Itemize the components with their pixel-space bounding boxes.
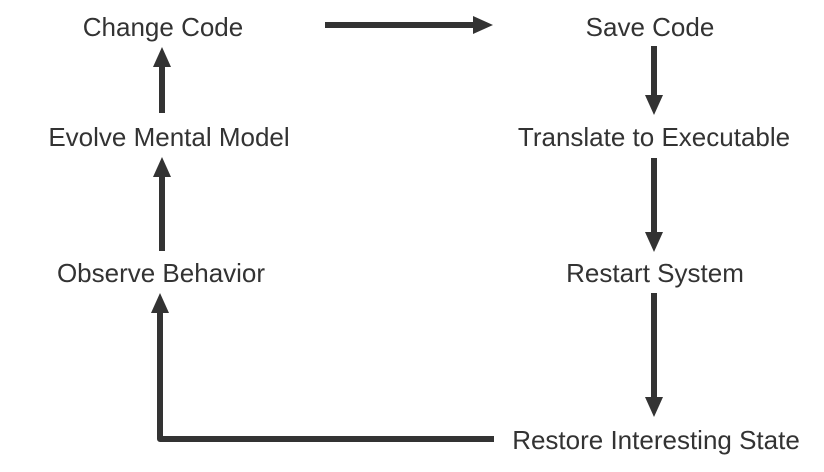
arrow-observe-to-evolve xyxy=(153,157,171,251)
node-restore-interesting-state: Restore Interesting State xyxy=(512,425,800,455)
node-observe-behavior: Observe Behavior xyxy=(56,258,266,288)
node-save-code: Save Code xyxy=(585,12,715,42)
arrow-translate-to-restart-system xyxy=(645,158,663,252)
arrow-evolve-to-change-code xyxy=(153,47,171,113)
node-change-code: Change Code xyxy=(82,12,244,42)
arrow-change-code-to-save-code xyxy=(325,16,493,34)
node-restart-system: Restart System xyxy=(566,258,744,288)
arrow-save-code-to-translate xyxy=(645,46,663,115)
arrow-restore-state-to-observe xyxy=(151,293,494,442)
node-translate-to-executable: Translate to Executable xyxy=(517,122,791,152)
node-evolve-mental-model: Evolve Mental Model xyxy=(48,122,290,152)
arrow-restart-to-restore-state xyxy=(645,293,663,417)
